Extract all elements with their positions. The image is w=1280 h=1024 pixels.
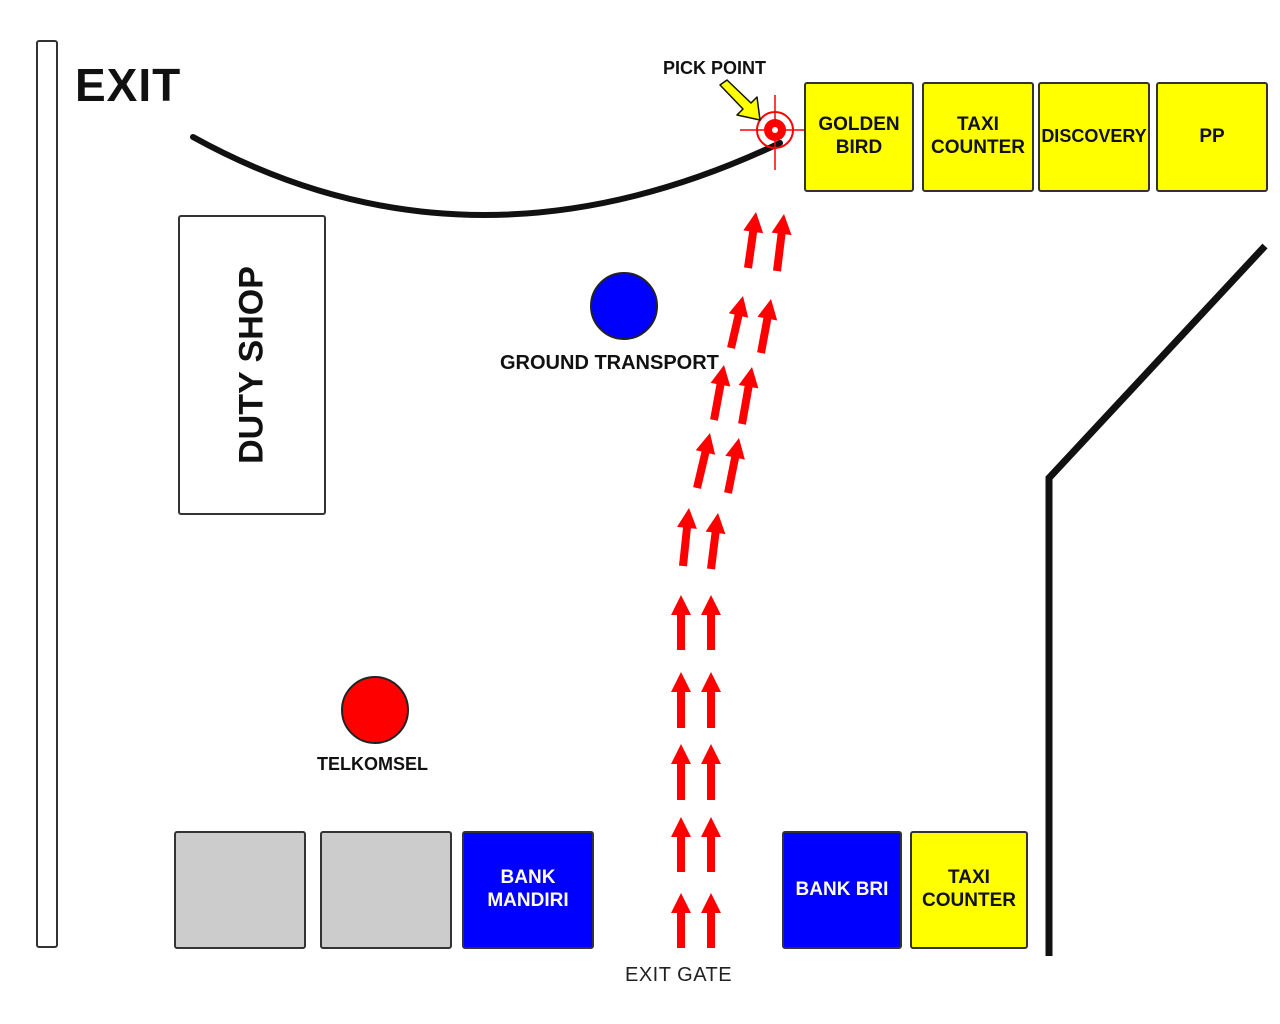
exit-gate-label[interactable]: EXIT GATE: [625, 964, 733, 986]
pick-point-label: PICK POINT: [663, 58, 767, 78]
taxi-counter-bottom[interactable]: TAXI COUNTER: [910, 831, 1028, 949]
telkomsel-marker[interactable]: [341, 676, 409, 744]
ground-transport-label: GROUND TRANSPORT: [500, 352, 719, 374]
arrow-up-icon: [727, 296, 749, 349]
bank-bri-counter[interactable]: BANK BRI: [782, 831, 902, 949]
arrow-up-icon: [671, 672, 691, 728]
golden-bird-label: GOLDEN BIRD: [818, 114, 900, 158]
arrow-up-icon: [743, 212, 764, 269]
bank-bri-label: BANK BRI: [795, 878, 889, 900]
arrow-up-icon: [710, 365, 731, 421]
taxi-counter-bottom-label: TAXI COUNTER: [922, 867, 1016, 911]
discovery-counter[interactable]: DISCOVERY: [1038, 82, 1150, 192]
taxi-counter-top[interactable]: TAXI COUNTER: [922, 82, 1034, 192]
duty-shop-label: DUTY SHOP: [232, 266, 271, 464]
arrow-up-icon: [701, 893, 721, 948]
arrow-up-icon: [757, 299, 778, 354]
arrow-up-icon: [677, 508, 697, 567]
right-wall: [1045, 243, 1268, 956]
arrow-up-icon: [701, 744, 721, 800]
barrier-curve: [190, 134, 783, 218]
golden-bird-counter[interactable]: GOLDEN BIRD: [804, 82, 914, 192]
arrow-up-icon: [724, 438, 745, 494]
pp-counter[interactable]: PP: [1156, 82, 1268, 192]
arrow-up-icon: [701, 595, 721, 650]
arrow-up-icon: [671, 744, 691, 800]
arrow-up-icon: [771, 214, 792, 272]
unlabeled-booth-2: [320, 831, 452, 949]
arrow-up-icon: [671, 893, 691, 948]
arrow-pointer-icon: [719, 79, 761, 121]
arrow-up-icon: [705, 513, 726, 570]
crosshair-target-icon: [740, 95, 810, 170]
discovery-label: DISCOVERY: [1041, 126, 1147, 147]
unlabeled-booth-1: [174, 831, 306, 949]
left-wall: [36, 40, 58, 948]
arrow-up-icon: [693, 433, 716, 489]
walking-path-arrows: [671, 212, 792, 948]
exit-label: EXIT: [75, 59, 182, 111]
duty-shop[interactable]: DUTY SHOP: [178, 215, 326, 515]
arrow-up-icon: [701, 817, 721, 872]
bank-mandiri-label: BANK MANDIRI: [487, 867, 569, 911]
arrow-up-icon: [671, 817, 691, 872]
taxi-counter-top-label: TAXI COUNTER: [931, 114, 1025, 158]
ground-transport-marker[interactable]: [590, 272, 658, 340]
bank-mandiri-counter[interactable]: BANK MANDIRI: [462, 831, 594, 949]
pp-label: PP: [1199, 125, 1225, 147]
arrow-up-icon: [701, 672, 721, 728]
telkomsel-label: TELKOMSEL: [317, 754, 428, 774]
arrow-up-icon: [738, 367, 759, 425]
arrow-up-icon: [671, 595, 691, 650]
